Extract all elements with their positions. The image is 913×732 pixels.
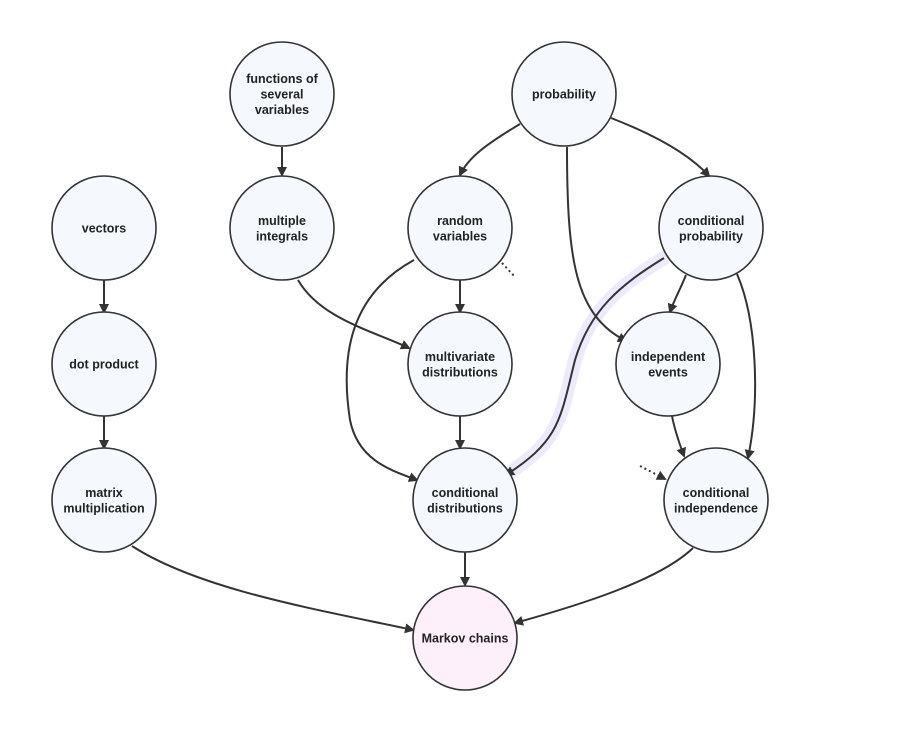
node-layer: functions ofseveralvariablesprobabilityv… <box>51 41 769 691</box>
node-label: independence <box>674 501 758 515</box>
node-circle <box>229 41 335 147</box>
node-label: distributions <box>422 365 498 379</box>
node-label: events <box>648 365 688 379</box>
node-dot-product[interactable]: dot product <box>51 311 157 417</box>
conditional-independence-incoming-stub <box>639 465 667 480</box>
node-label: matrix <box>85 486 123 500</box>
stub-layer <box>501 262 667 480</box>
random-variables-outgoing-stub <box>501 262 516 278</box>
node-probability[interactable]: probability <box>511 41 617 147</box>
edge-layer <box>99 117 757 634</box>
edge-multiple-integrals-to-multivariate-distributions <box>297 279 411 350</box>
node-circle <box>51 175 157 281</box>
edge-conditional-probability-to-independent-events <box>667 274 687 314</box>
node-label: several <box>260 88 303 102</box>
edge-random-variables-to-conditional-distributions <box>345 259 419 482</box>
node-label: Markov chains <box>422 632 509 646</box>
edge-matrix-multiplication-to-markov-chains <box>131 545 415 634</box>
node-label: vectors <box>82 222 127 236</box>
node-label: distributions <box>427 501 503 515</box>
node-label: functions of <box>246 72 318 86</box>
node-label: independent <box>631 350 706 364</box>
node-circle <box>658 175 764 281</box>
node-circle <box>412 585 518 691</box>
edge-probability-to-conditional-probability <box>610 117 711 178</box>
node-label: variables <box>433 229 487 243</box>
node-circle <box>615 311 721 417</box>
node-label: integrals <box>256 229 308 243</box>
node-circle <box>51 311 157 417</box>
node-label: multiple <box>258 214 306 228</box>
node-circle <box>663 447 769 553</box>
edge-conditional-probability-to-conditional-independence <box>736 273 757 460</box>
edge-conditional-independence-to-markov-chains <box>513 547 694 626</box>
node-label: multivariate <box>425 350 495 364</box>
node-label: conditional <box>432 486 499 500</box>
node-circle <box>51 447 157 553</box>
node-label: conditional <box>678 214 745 228</box>
node-vectors[interactable]: vectors <box>51 175 157 281</box>
edge-conditional-probability-to-conditional-distributions <box>504 257 665 477</box>
edge-probability-to-random-variables <box>458 123 521 177</box>
node-label: random <box>437 214 483 228</box>
node-circle <box>412 447 518 553</box>
node-circle <box>229 175 335 281</box>
node-circle <box>407 311 513 417</box>
edge-independent-events-to-conditional-independence <box>671 415 686 458</box>
node-label: dot product <box>69 358 139 372</box>
node-label: variables <box>255 103 309 117</box>
node-circle <box>511 41 617 147</box>
node-label: multiplication <box>63 501 144 515</box>
edge-probability-to-independent-events <box>566 146 628 342</box>
node-label: probability <box>532 88 596 102</box>
node-circle <box>407 175 513 281</box>
node-markov-chains[interactable]: Markov chains <box>412 585 518 691</box>
node-label: probability <box>679 229 743 243</box>
node-label: conditional <box>683 486 750 500</box>
